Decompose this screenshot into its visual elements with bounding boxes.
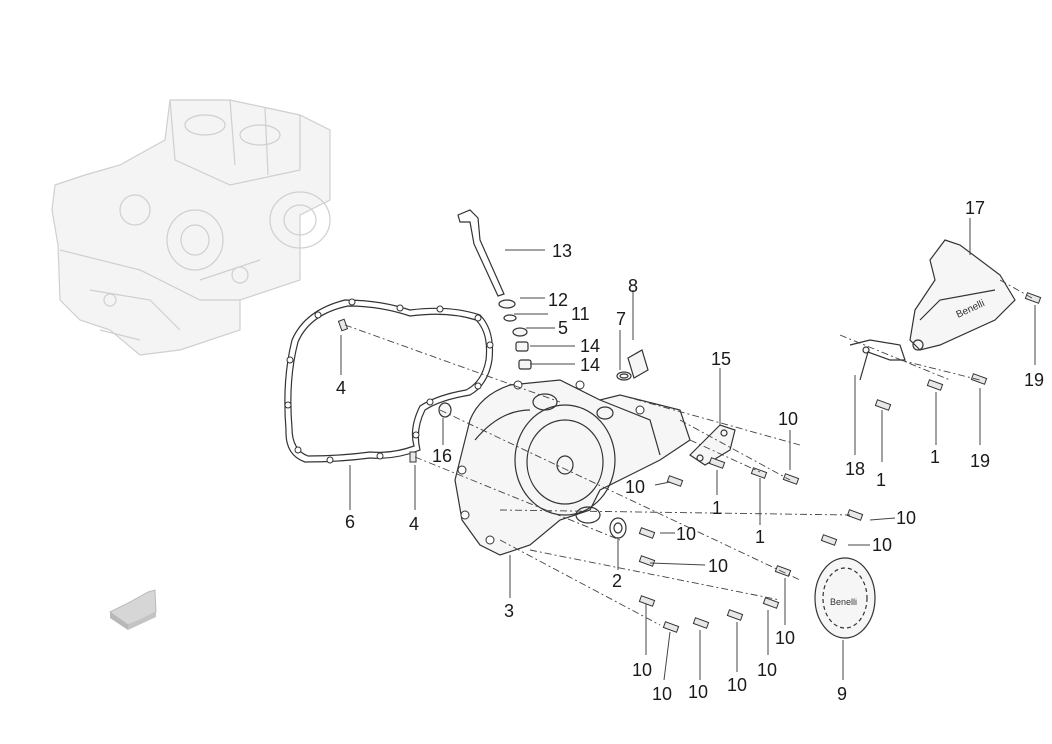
label-19-lower: 19 [970, 451, 990, 471]
leader-lines [340, 218, 1036, 681]
label-10-f: 10 [775, 628, 795, 648]
assembly-lines [344, 279, 1033, 626]
label-17: 17 [965, 198, 985, 218]
label-10-b: 10 [896, 508, 916, 528]
sprocket-cover: Benelli [909, 239, 1016, 351]
label-1-right: 1 [930, 447, 940, 467]
label-10-h: 10 [757, 660, 777, 680]
sprocket-disc: Benelli [814, 557, 876, 639]
label-18: 18 [845, 459, 865, 479]
gasket [284, 298, 494, 464]
label-10-d: 10 [872, 535, 892, 555]
label-8: 8 [628, 276, 638, 296]
side-cover [454, 379, 691, 556]
dipstick [457, 209, 532, 370]
label-9: 9 [837, 684, 847, 704]
bracket [689, 424, 736, 466]
label-15: 15 [711, 349, 731, 369]
label-7: 7 [616, 309, 626, 329]
part-labels: 17 13 8 12 11 5 7 14 14 15 19 4 10 1 19 … [336, 198, 1044, 704]
sprocket-logo-text: Benelli [830, 597, 857, 607]
arrow-icon [109, 589, 157, 630]
filler-plug [616, 349, 649, 381]
label-13: 13 [552, 241, 572, 261]
label-14-upper: 14 [580, 336, 600, 356]
label-10-g: 10 [632, 660, 652, 680]
label-1-low: 1 [755, 527, 765, 547]
label-19-right: 19 [1024, 370, 1044, 390]
label-14-lower: 14 [580, 355, 600, 375]
label-10-i: 10 [727, 675, 747, 695]
label-1-bracket: 1 [876, 470, 886, 490]
label-11: 11 [571, 304, 590, 324]
engine-block-ghost [51, 99, 331, 356]
label-5: 5 [558, 318, 568, 338]
label-2: 2 [612, 571, 622, 591]
label-10-a: 10 [625, 477, 645, 497]
seal-ring [609, 517, 627, 539]
mounting-bracket [849, 339, 906, 381]
label-10-k: 10 [688, 682, 708, 702]
label-4-upper: 4 [336, 378, 346, 398]
label-10-j: 10 [652, 684, 672, 704]
label-12: 12 [548, 290, 568, 310]
label-4-lower: 4 [409, 514, 419, 534]
bolts [337, 292, 1042, 633]
label-10-c: 10 [676, 524, 696, 544]
label-1-mid: 1 [712, 498, 722, 518]
label-3: 3 [504, 601, 514, 621]
label-16: 16 [432, 446, 452, 466]
plug [438, 402, 452, 418]
label-10-e: 10 [708, 556, 728, 576]
label-10-bracket: 10 [778, 409, 798, 429]
label-6: 6 [345, 512, 355, 532]
